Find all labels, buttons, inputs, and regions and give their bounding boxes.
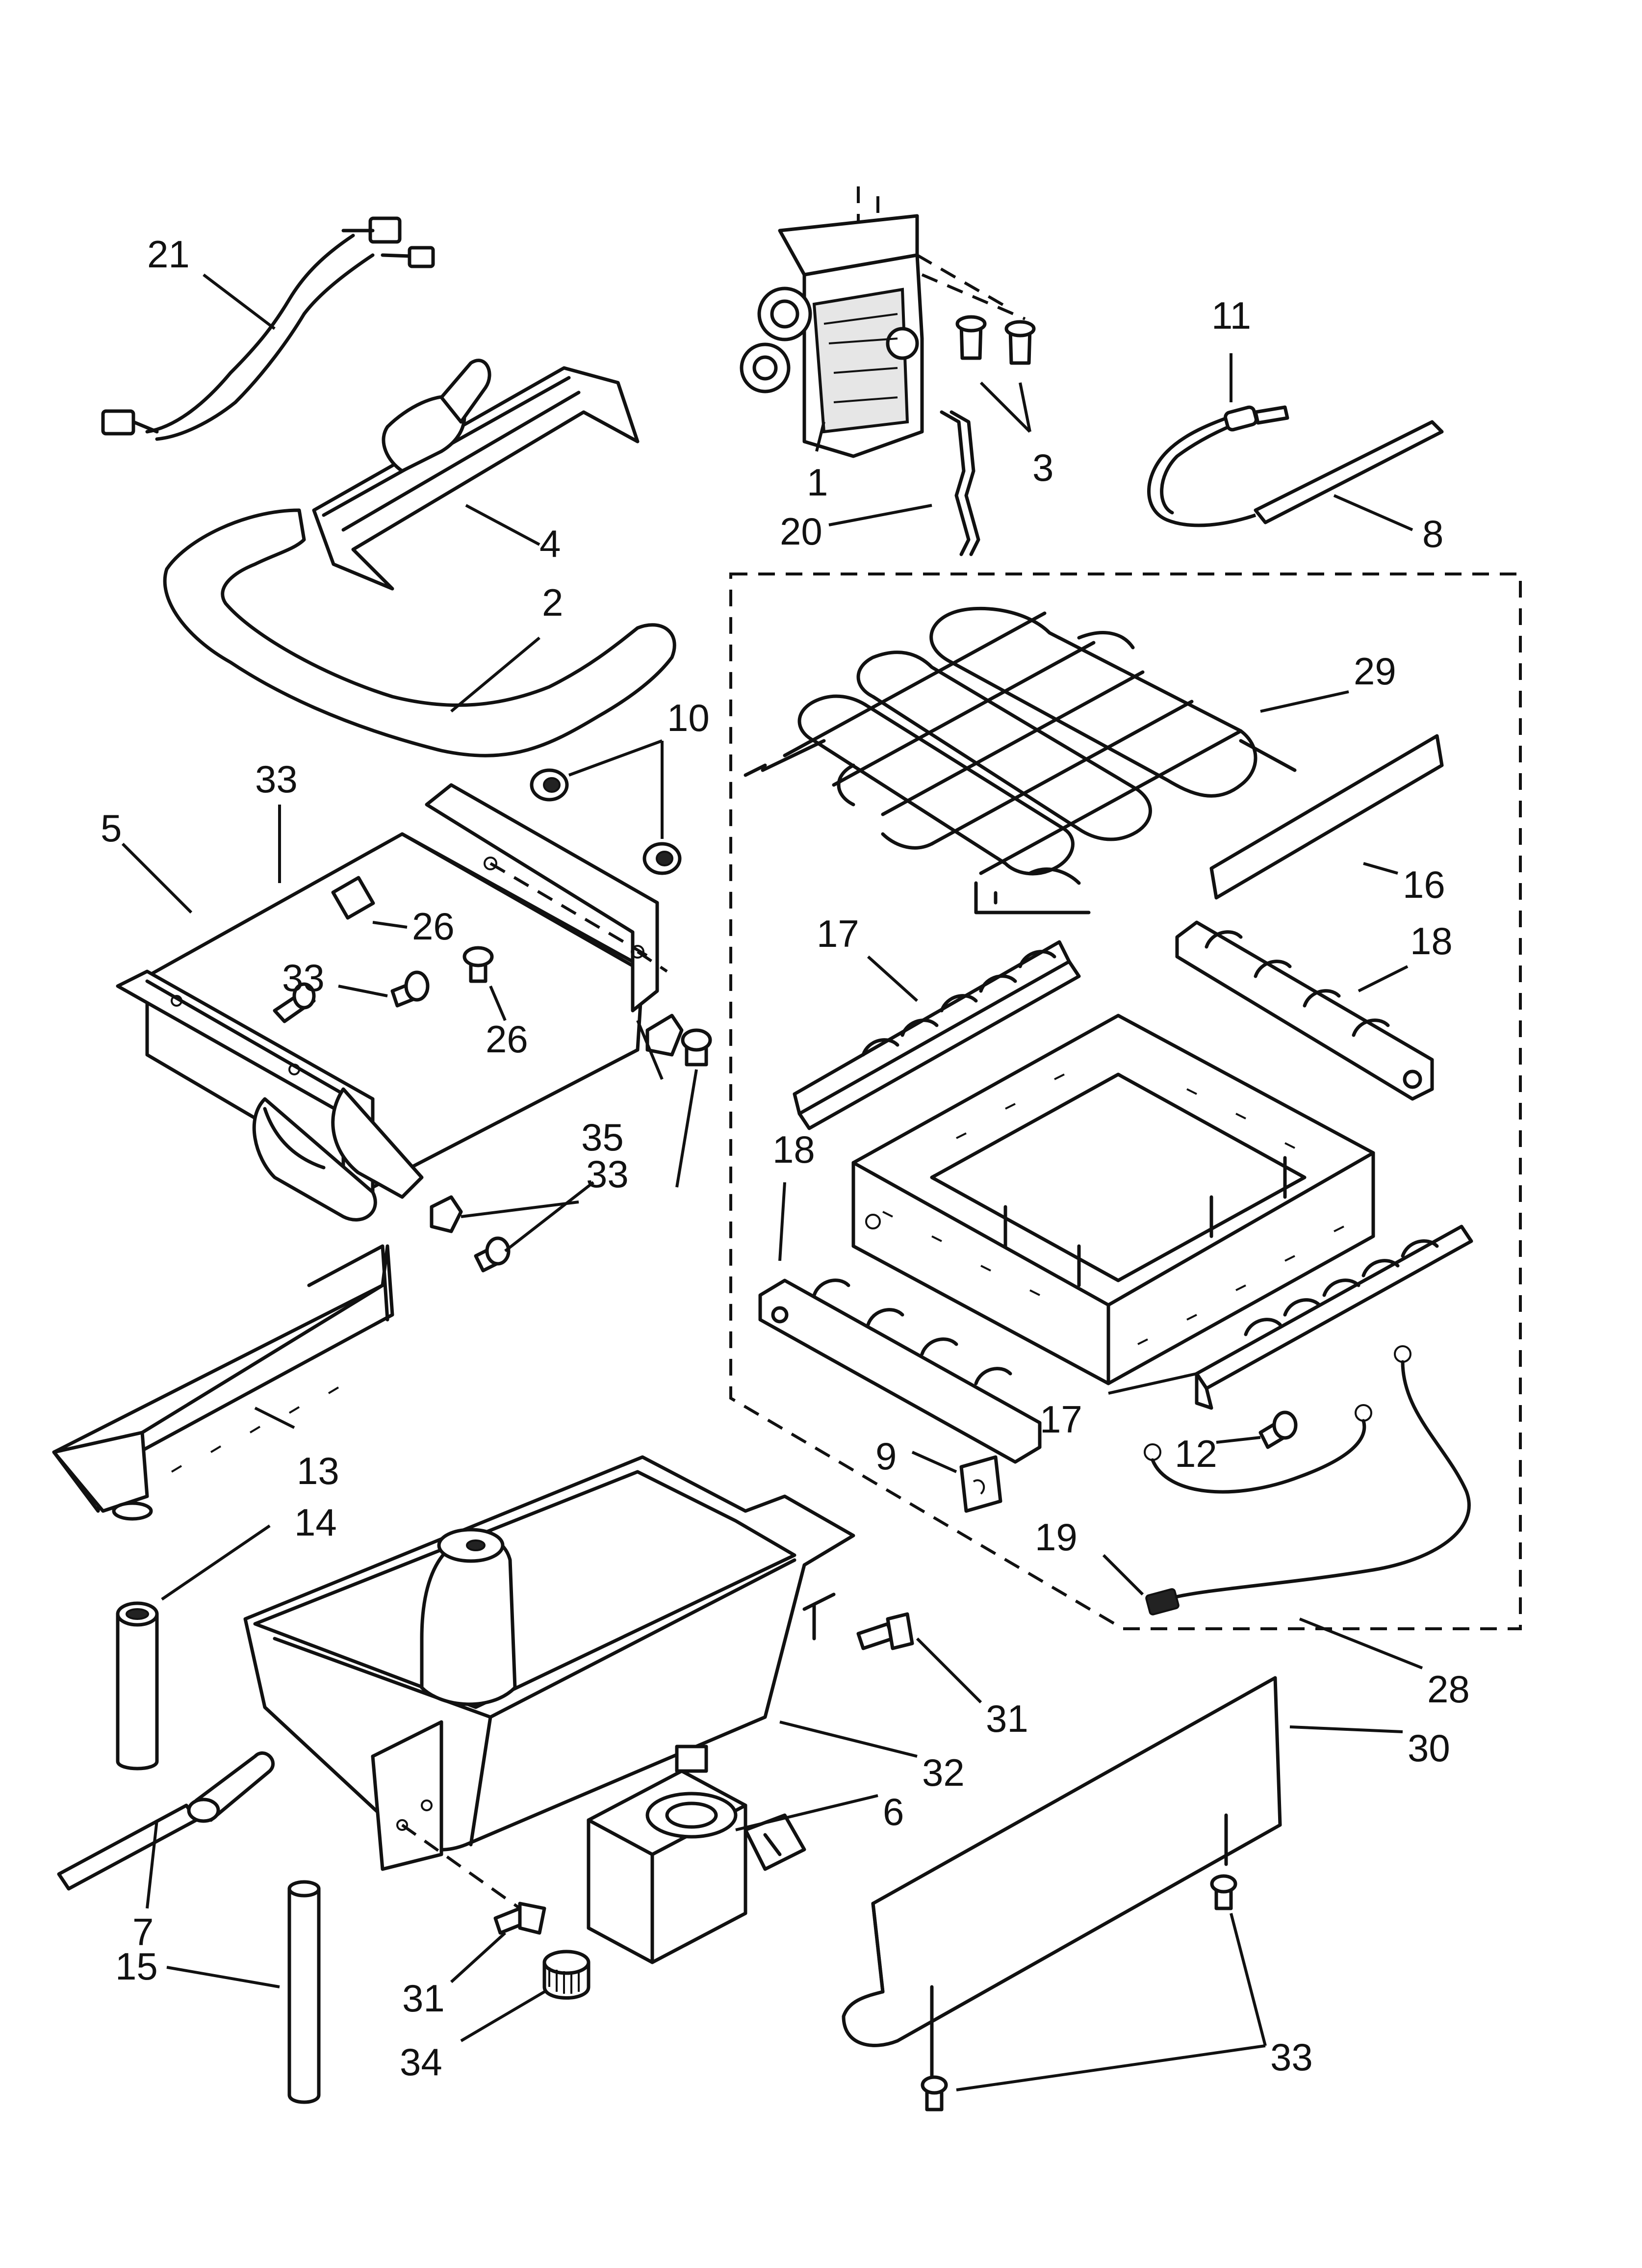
screw <box>273 876 712 1273</box>
clip <box>959 1455 1002 1513</box>
callout-labels: 21 4 2 1 3 20 11 8 10 29 33 5 26 33 26 1… <box>101 233 1470 2084</box>
callout-32: 32 <box>922 1751 965 1794</box>
callout-34: 34 <box>400 2040 442 2084</box>
tube <box>287 1880 321 2104</box>
ground-wire <box>1144 1345 1471 1616</box>
sensor-tube <box>1254 420 1444 524</box>
callout-14: 14 <box>294 1501 337 1544</box>
callout-13: 13 <box>297 1449 339 1492</box>
callout-31-b: 31 <box>402 1977 445 2020</box>
callout-17-b: 17 <box>1040 1398 1082 1441</box>
cover-panel <box>842 1676 1282 2087</box>
rail-with-clips <box>1175 920 1434 1101</box>
bracket-assembly <box>116 783 668 1222</box>
pump <box>587 1745 806 1964</box>
callout-1: 1 <box>807 461 828 504</box>
hose <box>57 1751 275 1891</box>
callout-16: 16 <box>1403 863 1445 906</box>
callout-4: 4 <box>539 522 561 565</box>
callout-19: 19 <box>1035 1515 1078 1559</box>
callout-26-a: 26 <box>412 905 455 948</box>
clip <box>940 410 980 556</box>
callout-2: 2 <box>542 581 563 624</box>
callout-30: 30 <box>1408 1726 1450 1770</box>
thermistor <box>1147 405 1289 527</box>
rail <box>793 940 1081 1130</box>
cap <box>542 1950 590 2000</box>
callout-8: 8 <box>1422 512 1443 555</box>
insulation-strip <box>1209 734 1444 900</box>
callout-33-b: 33 <box>282 956 325 999</box>
screw <box>921 1874 1237 2112</box>
fill-tube-heater <box>312 359 640 591</box>
callout-29: 29 <box>1354 650 1396 693</box>
callout-18-a: 18 <box>1410 919 1453 963</box>
callout-28: 28 <box>1427 1668 1470 1711</box>
callout-9: 9 <box>875 1434 897 1478</box>
fill-tube <box>163 508 676 757</box>
callout-10: 10 <box>667 696 710 739</box>
callout-12: 12 <box>1175 1432 1217 1475</box>
callout-18-b: 18 <box>772 1128 815 1171</box>
callout-6: 6 <box>883 1790 904 1833</box>
callout-17-a: 17 <box>817 912 859 955</box>
callout-33-c: 33 <box>586 1152 629 1196</box>
rail <box>1195 1225 1473 1410</box>
callout-26-b: 26 <box>486 1017 528 1061</box>
reservoir <box>243 1455 855 1910</box>
grommet <box>530 768 682 875</box>
leader-lines <box>121 273 1423 2091</box>
rail-with-clips <box>758 1278 1042 1464</box>
callout-15: 15 <box>115 1945 158 1988</box>
callout-7: 7 <box>132 1910 154 1954</box>
callout-33-a: 33 <box>255 757 298 801</box>
callout-3: 3 <box>1032 446 1053 489</box>
callout-31-a: 31 <box>986 1697 1028 1740</box>
callout-21: 21 <box>147 233 190 276</box>
tube <box>116 1601 159 1771</box>
water-trough <box>52 1244 394 1521</box>
evaporator-frame <box>851 1014 1375 1385</box>
screw-pair <box>955 315 1036 365</box>
wire-harness <box>101 216 435 441</box>
screw <box>493 1612 914 1935</box>
callout-11: 11 <box>1211 294 1251 337</box>
callout-20: 20 <box>780 510 822 553</box>
ice-maker-control <box>740 186 1026 458</box>
screw <box>1258 1410 1298 1449</box>
callout-35: 35 <box>581 1116 624 1159</box>
evaporator-coil <box>744 606 1297 914</box>
callout-33-d: 33 <box>1270 2035 1313 2079</box>
callout-5: 5 <box>101 807 122 850</box>
